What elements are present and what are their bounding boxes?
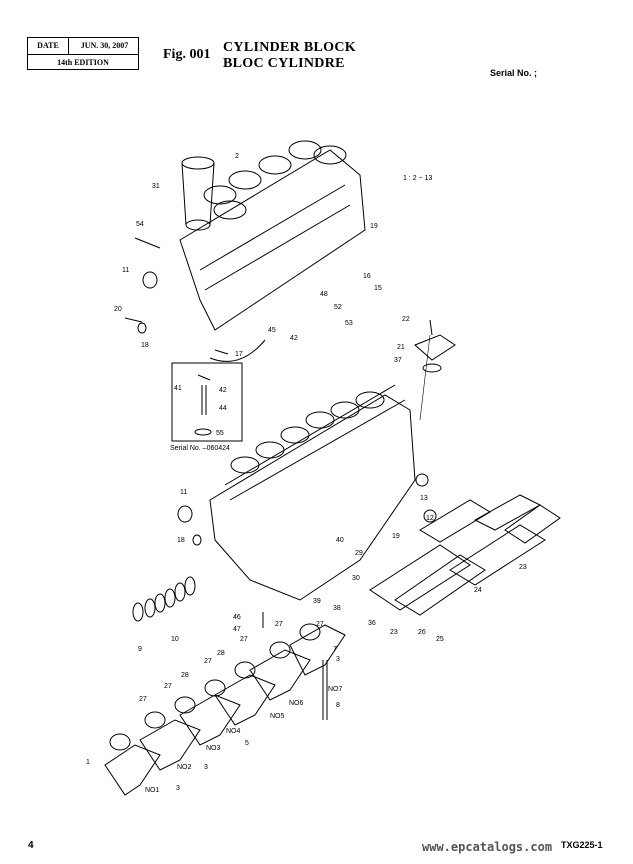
date-row: DATE JUN. 30, 2007 — [28, 38, 138, 55]
callout-11-lower: 11 — [180, 489, 187, 496]
callout-48: 48 — [320, 291, 328, 298]
callout-24: 24 — [474, 587, 482, 594]
callout-8: 8 — [336, 702, 340, 709]
callout-no1: NO1 — [145, 787, 160, 794]
callout-25: 25 — [436, 636, 444, 643]
callout-23: 23 — [519, 564, 527, 571]
serial-label: Serial No. ; — [490, 68, 538, 78]
date-label: DATE — [28, 38, 69, 54]
callout-2: 2 — [235, 153, 239, 160]
callout-27b: 27 — [316, 621, 324, 628]
callout-27f: 27 — [139, 696, 147, 703]
date-value: JUN. 30, 2007 — [80, 41, 129, 50]
upper-block-outline — [179, 149, 366, 331]
callout-26: 26 — [418, 629, 426, 636]
callout-28b: 28 — [181, 672, 189, 679]
callout-42-inset: 42 — [219, 387, 227, 394]
callout-29: 29 — [355, 550, 363, 557]
callout-52: 52 — [334, 304, 342, 311]
page-number: 4 — [28, 840, 34, 851]
callout-15: 15 — [374, 285, 382, 292]
callout-27c: 27 — [240, 636, 248, 643]
title-english: CYLINDER BLOCK — [223, 40, 356, 55]
callout-45: 45 — [268, 327, 276, 334]
watermark: www.epcatalogs.com — [422, 840, 553, 854]
callout-no6: NO6 — [289, 700, 304, 707]
edition-label: 14th EDITION — [57, 58, 109, 67]
inset-box — [171, 362, 243, 442]
callout-27a: 27 — [275, 621, 283, 628]
callout-18: 18 — [141, 342, 149, 349]
callout-3a: 3 — [336, 656, 340, 663]
callout-41: 41 — [174, 385, 182, 392]
callout-16: 16 — [363, 273, 371, 280]
title-french: BLOC CYLINDRE — [223, 56, 345, 71]
callout-13: 13 — [420, 495, 428, 502]
callout-no4: NO4 — [226, 728, 241, 735]
inset-serial-note: Serial No. –060424 — [170, 445, 230, 452]
callout-36: 36 — [368, 620, 376, 627]
callout-no5: NO5 — [270, 713, 285, 720]
callout-54: 54 — [136, 221, 144, 228]
callout-27e: 27 — [164, 683, 172, 690]
cylinder-liner — [181, 156, 215, 170]
callout-17: 17 — [235, 351, 243, 358]
callout-27d: 27 — [204, 658, 212, 665]
callout-12: 12 — [426, 515, 434, 522]
callout-42: 42 — [290, 335, 298, 342]
header-info-box: DATE JUN. 30, 2007 14th EDITION — [27, 37, 139, 70]
callout-55: 55 — [216, 430, 224, 437]
lower-block-outline — [209, 394, 416, 601]
callout-39: 39 — [313, 598, 321, 605]
callout-38: 38 — [333, 605, 341, 612]
callout-28a: 28 — [217, 650, 225, 657]
callout-19: 19 — [370, 223, 378, 230]
callout-no7: NO7 — [328, 686, 343, 693]
callout-10: 10 — [171, 636, 179, 643]
callout-30: 30 — [352, 575, 360, 582]
callout-1: 1 — [86, 759, 90, 766]
scale-note: 1 : 2 ~ 13 — [403, 175, 432, 182]
callout-7: 7 — [333, 646, 337, 653]
callout-19-lower: 19 — [392, 533, 400, 540]
callout-23b: 23 — [390, 629, 398, 636]
callout-9: 9 — [138, 646, 142, 653]
callout-no3: NO3 — [206, 745, 221, 752]
callout-21: 21 — [397, 344, 405, 351]
callout-44: 44 — [219, 405, 227, 412]
callout-18-lower: 18 — [177, 537, 185, 544]
callout-40: 40 — [336, 537, 344, 544]
callout-22: 22 — [402, 316, 410, 323]
figure-number: Fig. 001 — [163, 47, 211, 62]
callout-20: 20 — [114, 306, 122, 313]
doc-code: TXG225-1 — [561, 840, 603, 850]
callout-3b: 3 — [204, 764, 208, 771]
callout-31: 31 — [152, 183, 160, 190]
callout-11: 11 — [122, 267, 129, 274]
callout-47: 47 — [233, 626, 241, 633]
callout-53: 53 — [345, 320, 353, 327]
callout-3c: 3 — [176, 785, 180, 792]
callout-no2: NO2 — [177, 764, 192, 771]
callout-5: 5 — [245, 740, 249, 747]
callout-46: 46 — [233, 614, 241, 621]
callout-37: 37 — [394, 357, 402, 364]
